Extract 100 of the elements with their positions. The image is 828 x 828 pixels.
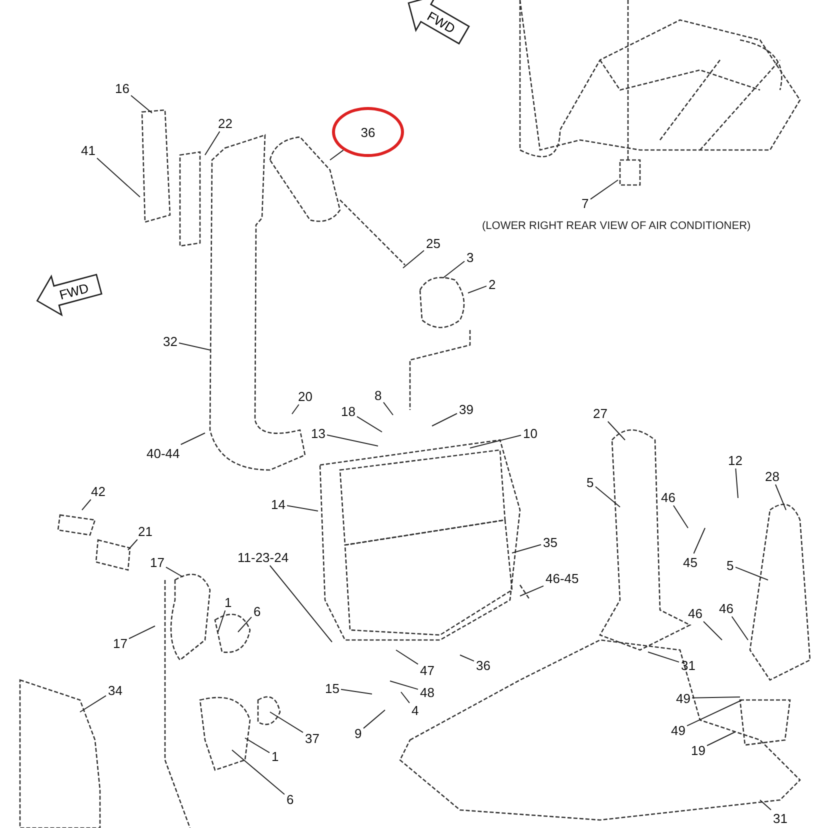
leader-line — [238, 616, 252, 632]
leader-line — [130, 95, 152, 114]
leader-line — [686, 700, 742, 726]
callout-number: 41 — [80, 142, 96, 158]
callout-number: 20 — [297, 388, 314, 404]
callout-number: 27 — [592, 406, 608, 420]
callout-number: 25 — [425, 236, 442, 250]
leader-line — [396, 650, 418, 665]
leader-line — [390, 680, 418, 690]
leader-line — [292, 404, 300, 414]
leader-line — [96, 158, 140, 198]
leader-line — [326, 434, 378, 446]
callout-number: 17 — [149, 554, 166, 570]
leader-line — [363, 710, 386, 729]
callout-number: 21 — [137, 524, 154, 538]
callout-number: 47 — [419, 662, 436, 678]
callout-number: 46 — [687, 606, 704, 620]
leader-line — [402, 250, 424, 268]
callout-number: 48 — [419, 684, 436, 700]
callout-number: 37 — [304, 730, 320, 746]
callout-number: 39 — [458, 402, 474, 416]
callout-number: 15 — [324, 680, 340, 696]
callout-number: 18 — [340, 404, 356, 418]
callout-number: 49 — [675, 690, 692, 706]
leader-line — [470, 434, 522, 448]
leader-line — [775, 484, 786, 510]
callout-number: 1 — [270, 748, 280, 764]
callout-number: 46 — [718, 600, 734, 616]
leader-line — [356, 416, 382, 432]
callout-number: 7 — [580, 196, 590, 210]
leader-line — [383, 402, 394, 416]
leader-line — [218, 610, 226, 632]
leader-line — [607, 421, 626, 440]
leader-line — [400, 692, 410, 704]
leader-line — [442, 260, 465, 278]
callout-number: 16 — [114, 80, 130, 96]
leader-line — [735, 566, 768, 580]
leader-line — [731, 616, 748, 640]
leader-line — [706, 732, 736, 746]
callout-number: 17 — [112, 636, 128, 650]
leader-line — [590, 180, 618, 200]
leader-line — [330, 150, 344, 160]
callout-number: 45 — [682, 554, 698, 570]
leader-line — [82, 499, 92, 510]
callout-number: 40-44 — [146, 446, 181, 460]
callout-number: 6 — [252, 604, 262, 618]
leader-line — [166, 566, 184, 578]
callout-number: 19 — [690, 742, 706, 758]
callout-number: 11-23-24 — [236, 550, 290, 564]
callout-number: 3 — [466, 250, 475, 264]
leader-line — [703, 621, 722, 640]
callout-number: 10 — [522, 426, 538, 440]
callout-number: 1 — [224, 594, 233, 610]
leader-line — [432, 413, 458, 426]
callout-number: 5 — [726, 558, 735, 572]
callout-number: 4 — [410, 702, 420, 718]
callout-number: 31 — [772, 810, 788, 826]
callout-number: 32 — [162, 334, 178, 348]
leader-line — [286, 505, 318, 512]
callout-number: 12 — [727, 452, 744, 468]
leader-line — [128, 539, 138, 550]
leader-line — [269, 565, 332, 642]
leader-line — [128, 626, 156, 640]
callout-number: 42 — [90, 484, 106, 498]
leader-line — [672, 505, 688, 528]
leader-line — [232, 750, 285, 795]
view-caption: (LOWER RIGHT REAR VIEW OF AIR CONDITIONER) — [482, 220, 751, 232]
callout-number: 8 — [374, 388, 383, 402]
leader-line — [244, 738, 270, 754]
callout-number: 34 — [107, 682, 124, 698]
leader-line — [178, 342, 210, 350]
direction-label: FWD — [424, 8, 458, 36]
leader-line — [735, 468, 738, 498]
leader-line — [340, 688, 372, 694]
leader-line — [80, 695, 106, 712]
leader-line — [692, 696, 740, 698]
leader-line — [520, 585, 544, 596]
callout-number: 5 — [586, 474, 595, 490]
leader-line — [204, 131, 220, 156]
callout-number: 13 — [310, 426, 326, 440]
leader-line — [760, 800, 772, 810]
leader-line — [460, 654, 474, 662]
leader-line — [512, 544, 542, 554]
leader-line — [648, 652, 680, 663]
leader-line — [468, 286, 487, 294]
callout-number: 46-45 — [544, 570, 580, 586]
circled-callout: 36 — [332, 107, 404, 157]
callout-number: 6 — [286, 792, 295, 806]
direction-label: FWD — [58, 280, 90, 303]
leader-line — [180, 432, 206, 445]
callout-number: 46 — [660, 490, 676, 504]
callout-number: 36 — [475, 658, 492, 672]
callout-number: 28 — [764, 468, 780, 484]
callout-number: 35 — [542, 534, 558, 550]
leader-line — [595, 486, 620, 508]
leader-line — [270, 712, 304, 733]
callout-number: 31 — [680, 658, 696, 672]
callout-number: 9 — [354, 726, 363, 740]
callout-number: 49 — [670, 722, 686, 738]
callout-number: 22 — [217, 116, 234, 130]
